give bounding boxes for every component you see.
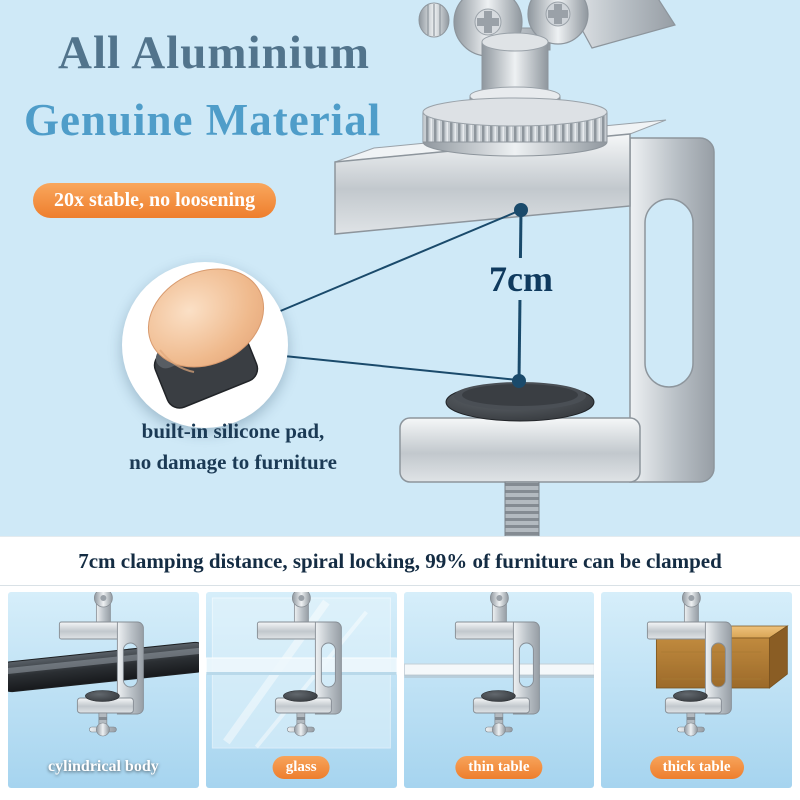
panel-thin-table: thin table [403, 592, 595, 788]
finger-pad-illustration [147, 268, 265, 409]
silicone-pad-disc [445, 382, 595, 422]
product-title-line2: Genuine Material [24, 95, 382, 145]
hero-section: 7cm All Aluminium Genuine Material 20x s… [0, 0, 800, 536]
use-case-panels: cylindrical body glass thin table [0, 586, 800, 800]
measurement-label: 7cm [482, 258, 560, 300]
clamp-bottom-beam [399, 417, 641, 483]
silicone-pad-note: built-in silicone pad, no damage to furn… [40, 416, 426, 478]
glass-illustration [205, 592, 397, 749]
panel-cylindrical-body: cylindrical body [8, 592, 199, 788]
panel-glass: glass [205, 592, 397, 788]
clamp-screw [504, 481, 540, 536]
silicone-pad-inset [122, 262, 288, 428]
cylindrical-body-illustration [8, 592, 199, 737]
panel-label-thick-table: thick table [649, 756, 744, 779]
clamp-illustration [334, 0, 715, 536]
ball-head-assembly [418, 0, 676, 157]
pad-note-line1: built-in silicone pad, [141, 419, 325, 443]
product-title-line1: All Aluminium [58, 27, 371, 79]
feature-banner: 7cm clamping distance, spiral locking, 9… [0, 536, 800, 586]
panel-label-cylindrical-body: cylindrical body [48, 758, 159, 775]
clamp-wall [629, 137, 715, 483]
pad-note-line2: no damage to furniture [129, 450, 337, 474]
thin-table-illustration [403, 592, 595, 737]
panel-thick-table: thick table [601, 592, 792, 788]
thick-table-illustration [647, 592, 789, 737]
panel-label-thin-table: thin table [455, 756, 543, 779]
panel-label-glass: glass [272, 756, 330, 779]
stability-badge: 20x stable, no loosening [33, 183, 277, 218]
